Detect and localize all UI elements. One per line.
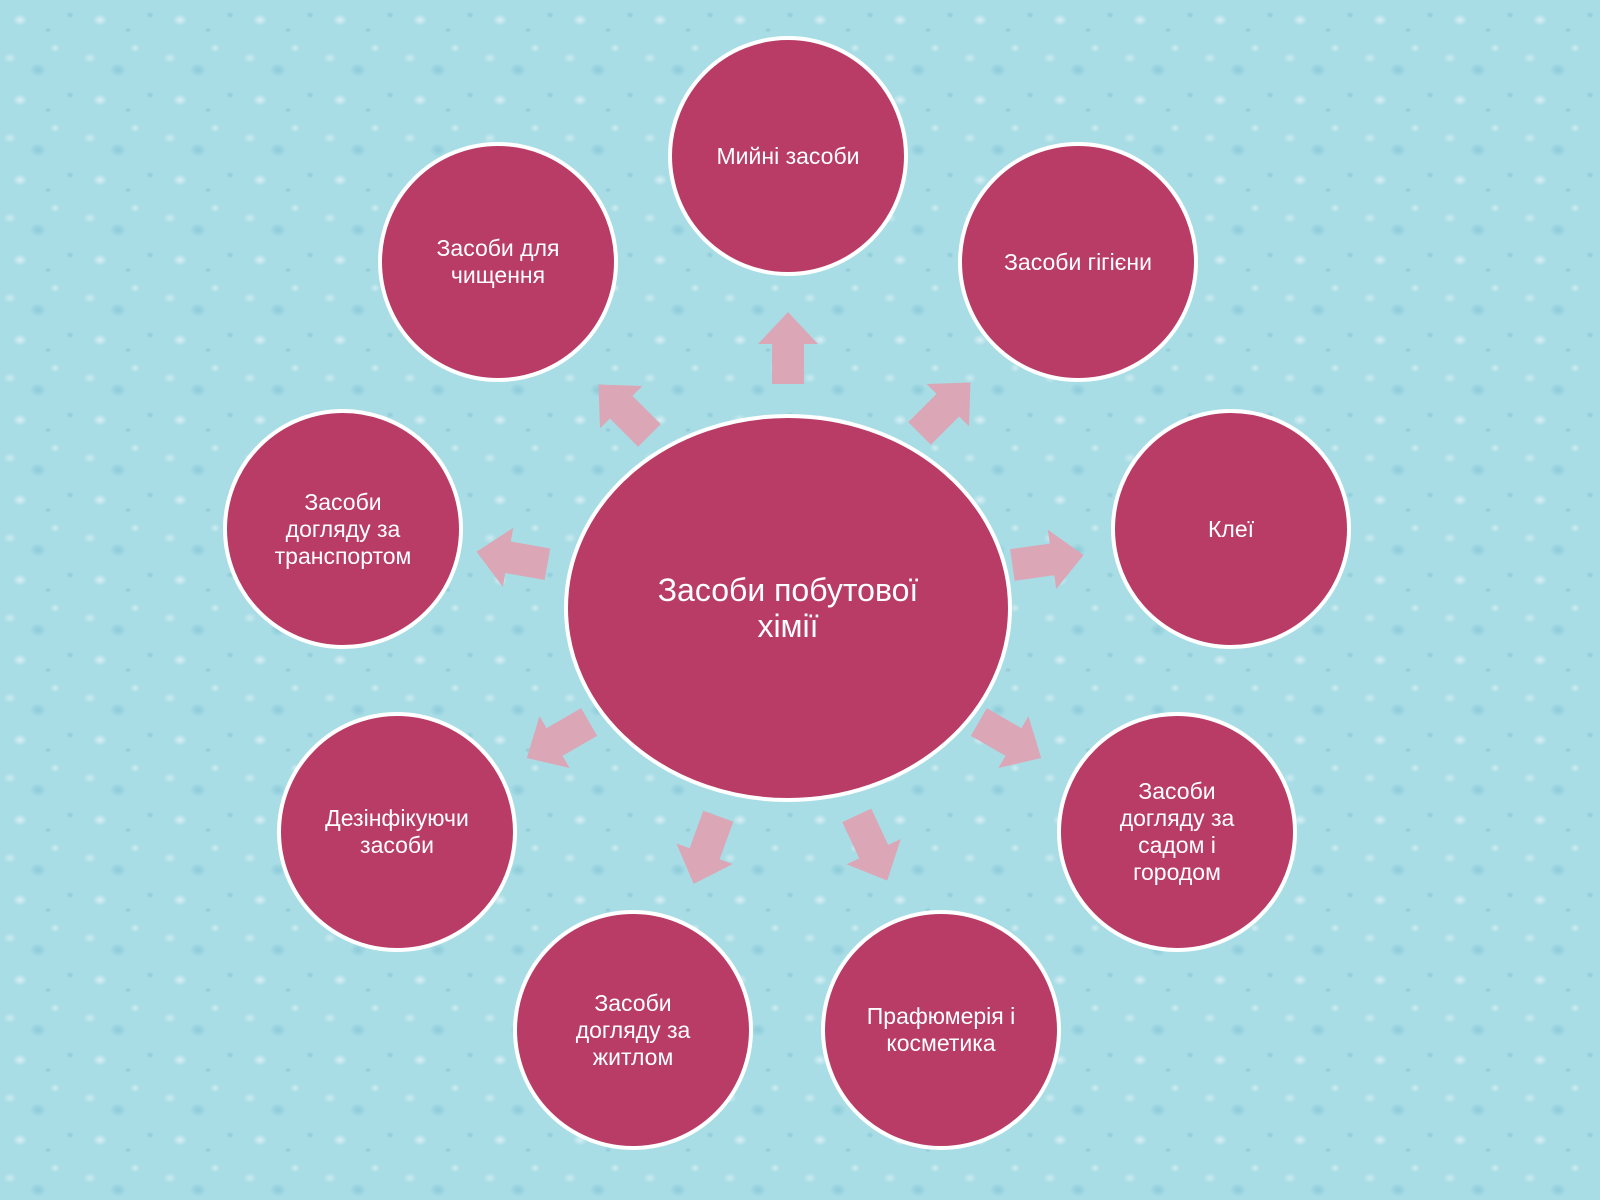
- node-hygiene[interactable]: [958, 142, 1198, 382]
- node-washing[interactable]: [668, 36, 908, 276]
- node-transport[interactable]: [223, 409, 463, 649]
- arrow-to-perfumery: [842, 808, 901, 881]
- center-node[interactable]: [564, 414, 1012, 802]
- node-perfumery[interactable]: [821, 910, 1061, 1150]
- arrows-layer: [476, 312, 1084, 884]
- node-garden[interactable]: [1057, 712, 1297, 952]
- node-label-transport: Засоби догляду за транспортом: [274, 488, 412, 569]
- nodes-layer: [223, 36, 1351, 1150]
- node-housing[interactable]: [513, 910, 753, 1150]
- arrow-to-housing: [676, 810, 734, 884]
- node-cleaning[interactable]: [378, 142, 618, 382]
- node-label-disinfectant: Дезінфікуючи засоби: [325, 805, 469, 858]
- node-label-glues: Клеї: [1208, 515, 1254, 542]
- node-label-hygiene: Засоби гігієни: [1004, 248, 1152, 275]
- arrow-to-disinfectant: [526, 708, 598, 768]
- node-label-garden: Засоби догляду за садом і городом: [1119, 778, 1235, 885]
- node-label-washing: Мийні засоби: [716, 142, 860, 169]
- arrow-to-cleaning: [598, 384, 661, 447]
- arrow-to-transport: [476, 527, 551, 587]
- arrow-to-glues: [1010, 529, 1084, 590]
- node-label-perfumery: Прафюмерія і косметика: [866, 1003, 1016, 1056]
- arrow-to-washing: [758, 312, 818, 384]
- node-disinfectant[interactable]: [277, 712, 517, 952]
- node-label-cleaning: Засоби для чищення: [436, 235, 560, 288]
- center-label: Засоби побутової хімії: [657, 572, 919, 644]
- arrow-to-hygiene: [908, 382, 971, 445]
- arrow-to-garden: [970, 708, 1042, 768]
- node-label-housing: Засоби догляду за житлом: [575, 989, 691, 1070]
- node-glues[interactable]: [1111, 409, 1351, 649]
